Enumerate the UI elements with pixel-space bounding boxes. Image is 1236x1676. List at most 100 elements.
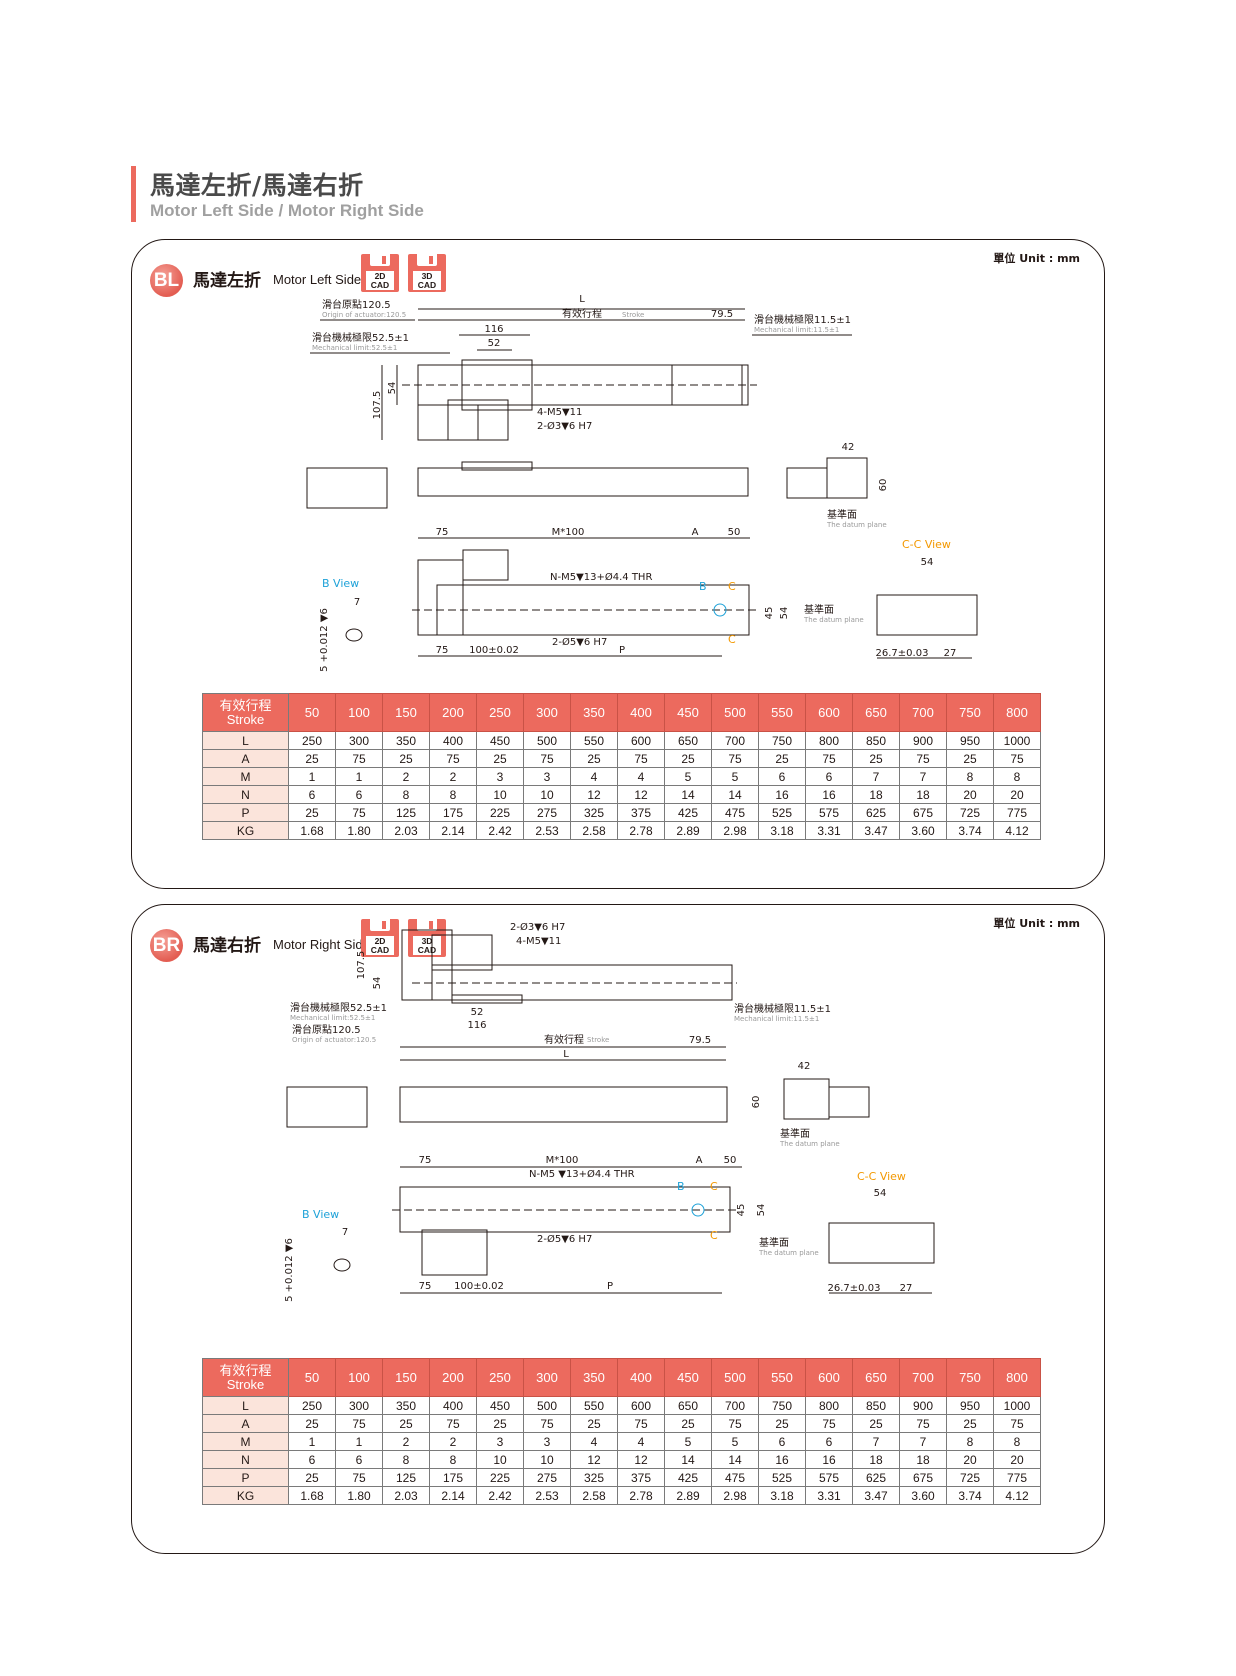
table-cell: 3.18 [758,1486,806,1505]
cc-section [876,594,978,636]
table-cell: 2.14 [429,1486,477,1505]
table-cell: 18 [899,785,947,804]
dim-79-5: 79.5 [689,1035,711,1046]
table-cell: 20 [946,1450,994,1469]
header-stroke-value: 400 [617,693,665,732]
table-cell: 900 [899,1396,947,1415]
cc-view-label: C-C View [857,1170,906,1183]
origin-label-en: Origin of actuator:120.5 [292,1036,376,1044]
stroke-label-zh: 有效行程 [562,307,602,320]
side-view-body [399,1086,728,1123]
table-cell: 325 [570,803,618,822]
mech-limit-right-zh: 滑台機械極限11.5±1 [754,313,851,326]
header-stroke-value: 650 [852,693,900,732]
dim-p: P [607,1281,613,1292]
table-cell: 75 [335,803,383,822]
dim-54-cc: 54 [921,557,934,568]
dim-100: 100±0.02 [454,1281,504,1292]
row-label: KG [202,821,289,840]
table-cell: 425 [664,803,712,822]
table-cell: 300 [335,1396,383,1415]
end-view-motor [828,1086,870,1118]
table-cell: 2 [382,767,430,786]
row-label: M [202,1432,289,1451]
table-cell: 25 [758,749,806,768]
table-cell: 650 [664,731,712,750]
table-cell: 6 [335,785,383,804]
table-cell: 3.60 [899,821,947,840]
bottom-motor [421,1229,488,1276]
table-cell: 3 [523,1432,571,1451]
hole-spec-o3: 2-Ø3▼6 H7 [537,420,592,432]
table-cell: 2 [382,1432,430,1451]
table-cell: 75 [899,1414,947,1433]
table-cell: 425 [664,1468,712,1487]
callout-b-circle [691,1203,705,1217]
dim-50: 50 [724,1155,737,1166]
row-label: L [202,1396,289,1415]
table-cell: 450 [476,731,524,750]
end-view [826,457,868,499]
table-cell: 500 [523,731,571,750]
table-cell: 4.12 [993,1486,1041,1505]
table-cell: 75 [711,1414,759,1433]
section-title-en: Motor Left Side [273,272,362,287]
dim-54-cc: 54 [874,1188,887,1199]
table-cell: 1 [335,1432,383,1451]
table-cell: 850 [852,1396,900,1415]
table-cell: 2.42 [476,1486,524,1505]
table-cell: 2.98 [711,1486,759,1505]
bottom-motor [417,559,464,636]
header-accent-bar [131,166,136,222]
technical-drawing: 2-Ø3▼6 H74-M5▼11107.554滑台機械極限52.5±1Mecha… [284,921,935,1302]
table-cell: 2.14 [429,821,477,840]
table-cell: 400 [429,1396,477,1415]
table-cell: 775 [993,1468,1041,1487]
table-cell: 25 [288,803,336,822]
dim-52: 52 [471,1007,484,1018]
dim-54: 54 [372,977,383,990]
motor-housing [447,399,509,441]
end-view-small [286,1086,368,1128]
row-label: L [202,731,289,750]
table-cell: 1.68 [288,1486,336,1505]
table-cell: 3.47 [852,1486,900,1505]
dim-54-b: 54 [756,1204,767,1217]
row-label: P [202,1468,289,1487]
dim-75-bottom: 75 [436,645,449,656]
table-cell: 750 [758,1396,806,1415]
table-cell: 4 [617,767,665,786]
table-cell: 3 [476,1432,524,1451]
table-cell: 25 [382,749,430,768]
table-cell: 75 [805,749,853,768]
header-stroke-value: 100 [335,1358,383,1397]
table-cell: 8 [993,1432,1041,1451]
section-badge: BR [150,929,183,962]
end-view-motor [786,467,828,499]
carriage [451,994,523,1004]
table-cell: 175 [429,1468,477,1487]
table-cell: 10 [476,1450,524,1469]
mech-limit-right-zh: 滑台機械極限11.5±1 [734,1002,831,1015]
table-cell: 7 [899,1432,947,1451]
table-cell: 18 [899,1450,947,1469]
table-cell: 75 [617,1414,665,1433]
header-stroke-value: 450 [664,1358,712,1397]
table-cell: 3.31 [805,1486,853,1505]
header-stroke-value: 50 [288,693,336,732]
table-cell: 25 [288,1414,336,1433]
floppy-disk-icon [370,919,390,931]
table-cell: 14 [664,785,712,804]
dim-54-b: 54 [779,607,790,620]
table-cell: 3 [476,767,524,786]
datum-label-en: The datum plane [826,521,887,529]
dim-26-7: 26.7±0.03 [876,648,929,659]
header-stroke-value: 150 [382,1358,430,1397]
